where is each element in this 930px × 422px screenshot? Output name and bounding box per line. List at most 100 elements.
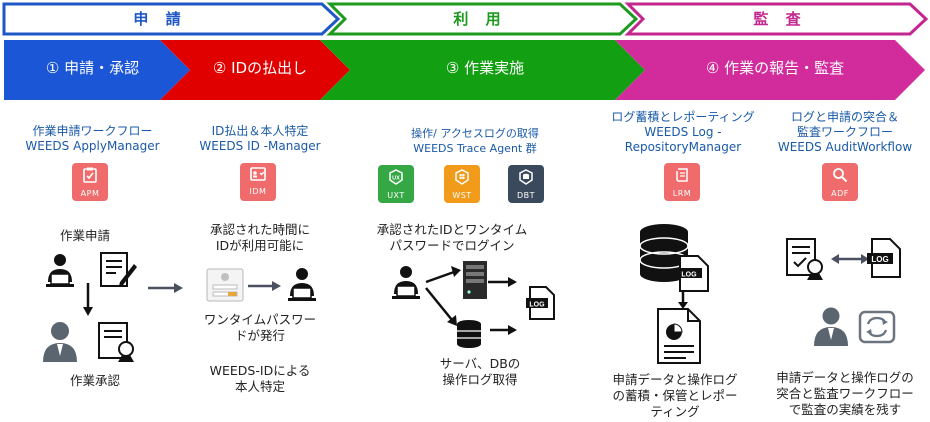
log-file-label: LOG (529, 302, 545, 309)
otp-text: ワンタイムパスワー ドが発行 (190, 312, 330, 344)
phase-arrow-audit (624, 2, 929, 36)
product-adf-line2: 監査ワークフロー (796, 125, 893, 139)
cycle-workflow-icon (858, 310, 896, 344)
idm-badge-label: IDM (249, 187, 267, 196)
login-line2: パスワードでログイン (389, 238, 515, 253)
scroll-icon (664, 167, 700, 189)
weedsid-line2: 本人特定 (234, 379, 285, 394)
phase-arrow-request (2, 2, 341, 36)
id-time-text: 承認された時間に IDが利用可能に (190, 222, 330, 254)
clipboard-check-icon (72, 167, 108, 189)
phase-title-use: 利 用 (453, 10, 507, 28)
weedsid-line1: WEEDS-IDによる (209, 363, 311, 378)
login-text: 承認されたIDとワンタイム パスワードでログイン (362, 222, 542, 254)
auditor-icon (814, 307, 848, 346)
dbt-badge: DBT (508, 165, 544, 203)
approver-icon (43, 322, 77, 362)
step-arrow-4 (615, 40, 925, 100)
magnifier-icon (822, 167, 858, 189)
storage-line1: 申請データと操作ログ (612, 372, 738, 387)
storage-line2: の蓄積・保管とレポー (612, 388, 738, 403)
login-line1: 承認されたIDとワンタイム (376, 222, 528, 237)
wst-badge: WST (444, 165, 480, 203)
server-log-text: サーバ、DBの 操作ログ取得 (420, 356, 540, 388)
step-label-3: ③ 作業実施 (445, 59, 525, 77)
lrm-badge-label: LRM (672, 189, 692, 198)
id-time-line1: 承認された時間に (209, 222, 310, 237)
server-icon (463, 261, 487, 299)
server-log-line2: 操作ログ取得 (442, 372, 518, 387)
windows-icon (444, 169, 480, 191)
approval-label: 作業承認 (69, 373, 120, 388)
log-file-icon: LOG (867, 238, 901, 278)
product-idm-heading: ID払出＆本人特定 WEEDS ID -Manager (180, 124, 340, 154)
dbt-badge-label: DBT (516, 191, 536, 200)
log-file-icon: LOG (526, 286, 555, 320)
step-arrow-2 (160, 40, 350, 100)
uxt-badge-label: UXT (387, 191, 405, 200)
step-arrow-3 (320, 40, 645, 100)
audit-text: 申請データと操作ログの 突合と監査ワークフロー で監査の実績を残す (765, 370, 925, 418)
product-trace-line1: 操作/ アクセスログの取得 (411, 127, 539, 140)
report-document-icon (657, 308, 701, 364)
product-adf-line3: WEEDS AuditWorkflow (777, 140, 913, 154)
process-band (2, 2, 929, 100)
product-adf-line1: ログと申請の突合＆ (790, 110, 899, 124)
product-trace-heading: 操作/ アクセスログの取得 WEEDS Trace Agent 群 (385, 126, 565, 156)
document-pen-icon (100, 252, 137, 287)
weedsid-text: WEEDS-IDによる 本人特定 (190, 363, 330, 395)
otp-line1: ワンタイムパスワー (203, 312, 317, 327)
approval-stamp-icon (98, 322, 134, 362)
uxt-badge: UX UXT (378, 165, 414, 203)
product-idm-line2: WEEDS ID -Manager (199, 139, 321, 153)
database-icon (457, 320, 481, 348)
audit-line1: 申請データと操作ログの (776, 370, 914, 385)
adf-badge: ADF (822, 163, 858, 201)
storage-line3: ティング (650, 404, 700, 419)
product-lrm-heading: ログ蓄積とレポーティング WEEDS Log - RepositoryManag… (598, 110, 768, 155)
worker-laptop-icon (46, 254, 74, 287)
step-label-1: ① 申請・承認 (45, 59, 140, 77)
step-label-2: ② IDの払出し (212, 59, 308, 77)
otp-line2: ドが発行 (234, 328, 285, 343)
adf-badge-label: ADF (831, 189, 849, 198)
svg-text:UX: UX (392, 176, 400, 182)
worker-laptop-icon (288, 268, 316, 301)
trace-flow-arrows (425, 266, 517, 335)
down-arrow-icon (83, 283, 93, 316)
phase-title-request: 申 請 (133, 10, 187, 28)
product-apm-heading: 作業申請ワークフロー WEEDS ApplyManager (10, 124, 175, 154)
log-file-label: LOG (871, 255, 888, 264)
double-arrow-icon (831, 254, 869, 264)
login-window-icon (206, 268, 244, 302)
flow-arrow-icon (148, 283, 183, 293)
product-lrm-line1: ログ蓄積とレポーティング (611, 110, 755, 124)
product-lrm-line3: RepositoryManager (624, 140, 742, 154)
step-arrow-1 (4, 40, 190, 100)
storage-text: 申請データと操作ログ の蓄積・保管とレポー ティング (600, 372, 750, 420)
approval-stamp-icon (786, 238, 823, 280)
apm-badge-label: APM (80, 189, 100, 198)
audit-line3: で監査の実績を残す (788, 402, 902, 417)
audit-line2: 突合と監査ワークフロー (776, 386, 914, 401)
idm-badge: IDM (240, 163, 276, 201)
request-label: 作業申請 (59, 228, 110, 243)
product-idm-line1: ID払出＆本人特定 (211, 124, 309, 138)
product-adf-heading: ログと申請の突合＆ 監査ワークフロー WEEDS AuditWorkflow (765, 110, 925, 155)
id-card-icon (240, 167, 276, 187)
phase-title-audit: 監 査 (753, 10, 807, 28)
id-time-line2: IDが利用可能に (215, 238, 305, 253)
lrm-badge: LRM (664, 163, 700, 201)
log-database-label: LOG (681, 272, 697, 279)
step-label-4: ④ 作業の報告・監査 (705, 59, 845, 77)
wst-badge-label: WST (452, 191, 472, 200)
product-lrm-line2: WEEDS Log - (644, 125, 722, 139)
log-database-icon: LOG (639, 224, 709, 292)
linux-icon: UX (378, 169, 414, 191)
database-icon (508, 169, 544, 191)
phase-arrow-use (326, 2, 639, 36)
down-arrow-icon (678, 292, 688, 309)
product-apm-line2: WEEDS ApplyManager (25, 139, 160, 153)
product-apm-line1: 作業申請ワークフロー (32, 124, 153, 138)
server-log-line1: サーバ、DBの (439, 356, 521, 371)
